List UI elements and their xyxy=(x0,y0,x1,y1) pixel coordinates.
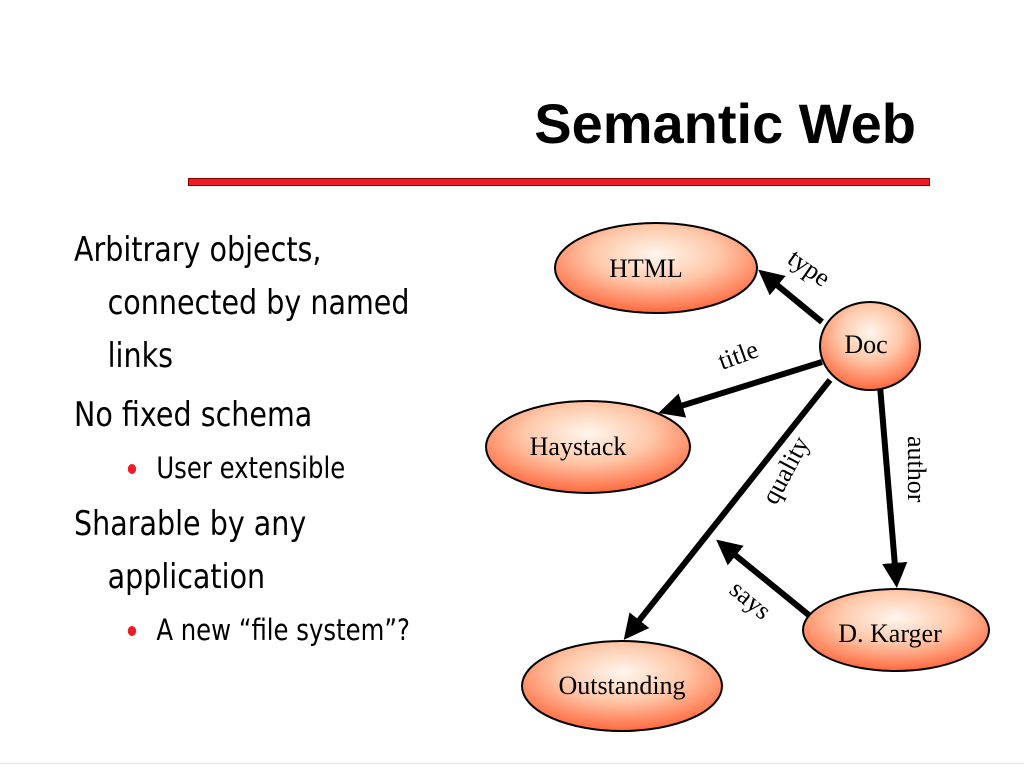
node-haystack-label: Haystack xyxy=(530,432,627,461)
node-karger-label: D. Karger xyxy=(838,619,942,648)
bullet-arbitrary-objects: Arbitrary objects, connected by named li… xyxy=(74,230,410,376)
bullet-list: Arbitrary objects, connected by named li… xyxy=(74,224,460,660)
bullet-dot-icon xyxy=(127,464,137,474)
edge-title-arrow xyxy=(658,359,823,418)
subbullet-text: A new “file system”? xyxy=(156,613,410,647)
node-html: HTML xyxy=(554,222,758,314)
edge-label-quality: quality xyxy=(756,431,816,508)
edge-label-author: author xyxy=(902,436,931,503)
edge-quality-arrow xyxy=(623,378,833,640)
node-doc-label: Doc xyxy=(844,330,887,359)
title-underline xyxy=(188,178,930,186)
bullet-no-fixed-schema: No fixed schema xyxy=(74,395,313,435)
edge-says-arrow xyxy=(716,539,812,619)
edge-label-type: type xyxy=(783,243,836,292)
node-doc: Doc xyxy=(819,301,921,391)
node-outstanding: Outstanding xyxy=(521,640,723,732)
node-karger: D. Karger xyxy=(802,588,990,672)
subbullet-user-extensible: User extensible xyxy=(74,448,460,488)
node-haystack: Haystack xyxy=(485,400,691,494)
slide-title: Semantic Web xyxy=(534,92,916,155)
subbullet-text: User extensible xyxy=(156,451,346,485)
edge-label-title: title xyxy=(714,335,762,376)
bullet-dot-icon xyxy=(127,626,137,636)
subbullet-file-system: A new “file system”? xyxy=(74,610,460,650)
footer-divider xyxy=(0,763,1024,764)
node-html-label: HTML xyxy=(609,254,683,283)
bullet-sharable: Sharable by any application xyxy=(74,504,307,597)
node-outstanding-label: Outstanding xyxy=(558,671,685,700)
edge-type-arrow xyxy=(758,269,824,325)
edge-author-arrow xyxy=(877,385,908,589)
